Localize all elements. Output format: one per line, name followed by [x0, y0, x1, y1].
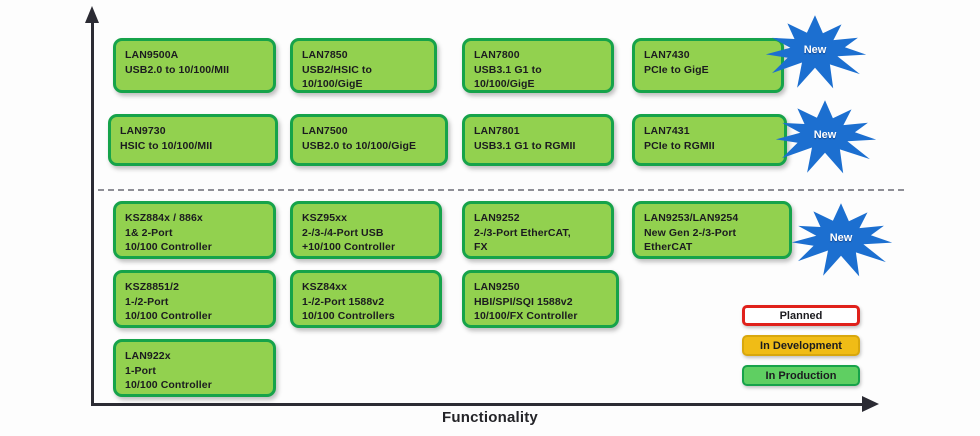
- product-box-ksz884x-886x[interactable]: KSZ884x / 886x 1& 2-Port 10/100 Controller: [113, 201, 276, 259]
- product-name: LAN9500A: [125, 49, 179, 61]
- product-description-line: USB3.1 G1 to: [474, 63, 542, 76]
- starburst-icon: [775, 100, 877, 174]
- product-description-line: 10/100 Controller: [125, 379, 212, 391]
- product-description-line: New Gen 2-/3-Port: [644, 226, 737, 239]
- y-axis-line: [91, 22, 94, 406]
- product-description-line: 1-Port: [125, 364, 156, 377]
- product-description-line: 2-/3-Port EtherCAT,: [474, 226, 571, 239]
- x-axis-label: Functionality: [442, 409, 538, 426]
- legend-label: In Development: [760, 339, 842, 352]
- product-description-line: 1-/2-Port: [125, 295, 169, 308]
- new-badge-3: New: [782, 201, 900, 277]
- product-name: KSZ84xx: [302, 281, 348, 293]
- product-box-ksz8851-2[interactable]: KSZ8851/2 1-/2-Port 10/100 Controller: [113, 270, 276, 328]
- product-description-line: HSIC to 10/100/MII: [120, 139, 213, 152]
- product-name: KSZ8851/2: [125, 281, 180, 293]
- product-description-line: 10/100 Controller: [125, 310, 212, 322]
- y-axis-arrowhead: [85, 6, 99, 23]
- product-name: LAN9253/LAN9254: [644, 212, 739, 224]
- product-name: LAN9730: [120, 125, 166, 137]
- legend-label: In Production: [765, 369, 837, 382]
- product-box-ksz95xx[interactable]: KSZ95xx 2-/3-/4-Port USB +10/100 Controlle…: [290, 201, 442, 259]
- legend-in-development: In Development: [742, 335, 860, 356]
- product-description-line: 10/100/FX Controller: [474, 310, 578, 322]
- product-name: LAN9252: [474, 212, 520, 224]
- product-description-line: +10/100 Controller: [302, 241, 396, 253]
- product-box-lan9500a[interactable]: LAN9500A USB2.0 to 10/100/MII: [113, 38, 276, 93]
- product-description-line: 10/100/GigE: [302, 78, 363, 90]
- product-name: KSZ95xx: [302, 212, 348, 224]
- product-description-line: USB2/HSIC to: [302, 63, 373, 76]
- starburst-icon: [791, 203, 893, 277]
- legend-planned: Planned: [742, 305, 860, 326]
- legend-label: Planned: [779, 309, 823, 322]
- product-name: LAN7430: [644, 49, 690, 61]
- product-name: LAN7800: [474, 49, 520, 61]
- product-box-lan922x[interactable]: LAN922x 1-Port 10/100 Controller: [113, 339, 276, 397]
- product-description-line: FX: [474, 241, 488, 253]
- product-name: LAN7850: [302, 49, 348, 61]
- x-axis-arrowhead: [862, 396, 879, 412]
- new-badge-1: New: [756, 13, 874, 89]
- new-badge-2: New: [766, 98, 884, 174]
- product-box-ksz84xx[interactable]: KSZ84xx 1-/2-Port 1588v2 10/100 Controller…: [290, 270, 442, 328]
- product-description-line: PCIe to RGMII: [644, 139, 715, 152]
- product-name: LAN7431: [644, 125, 690, 137]
- product-description-line: 1& 2-Port: [125, 226, 173, 239]
- product-description-line: 10/100/GigE: [474, 78, 535, 90]
- product-description-line: USB2.0 to 10/100/GigE: [302, 139, 417, 152]
- product-description-line: PCIe to GigE: [644, 63, 709, 76]
- product-description-line: USB2.0 to 10/100/MII: [125, 63, 230, 76]
- product-name: LAN7801: [474, 125, 520, 137]
- product-name: LAN7500: [302, 125, 348, 137]
- product-description-line: 10/100 Controller: [125, 241, 212, 253]
- product-description-line: 10/100 Controllers: [302, 310, 395, 322]
- starburst-icon: [765, 15, 867, 89]
- x-axis-line: [91, 403, 869, 406]
- product-name: LAN922x: [125, 350, 171, 362]
- product-name: LAN9250: [474, 281, 520, 293]
- product-description-line: 2-/3-/4-Port USB: [302, 226, 384, 239]
- product-description-line: EtherCAT: [644, 241, 693, 253]
- group-divider: [98, 189, 904, 191]
- product-name: KSZ884x / 886x: [125, 212, 203, 224]
- product-description-line: 1-/2-Port 1588v2: [302, 295, 385, 308]
- product-description-line: HBI/SPI/SQI 1588v2: [474, 295, 573, 308]
- product-description-line: USB3.1 G1 to RGMII: [474, 139, 576, 152]
- legend: Planned In Development In Production: [742, 305, 862, 395]
- legend-in-production: In Production: [742, 365, 860, 386]
- product-box-lan9252[interactable]: LAN9252 2-/3-Port EtherCAT, FX: [462, 201, 614, 259]
